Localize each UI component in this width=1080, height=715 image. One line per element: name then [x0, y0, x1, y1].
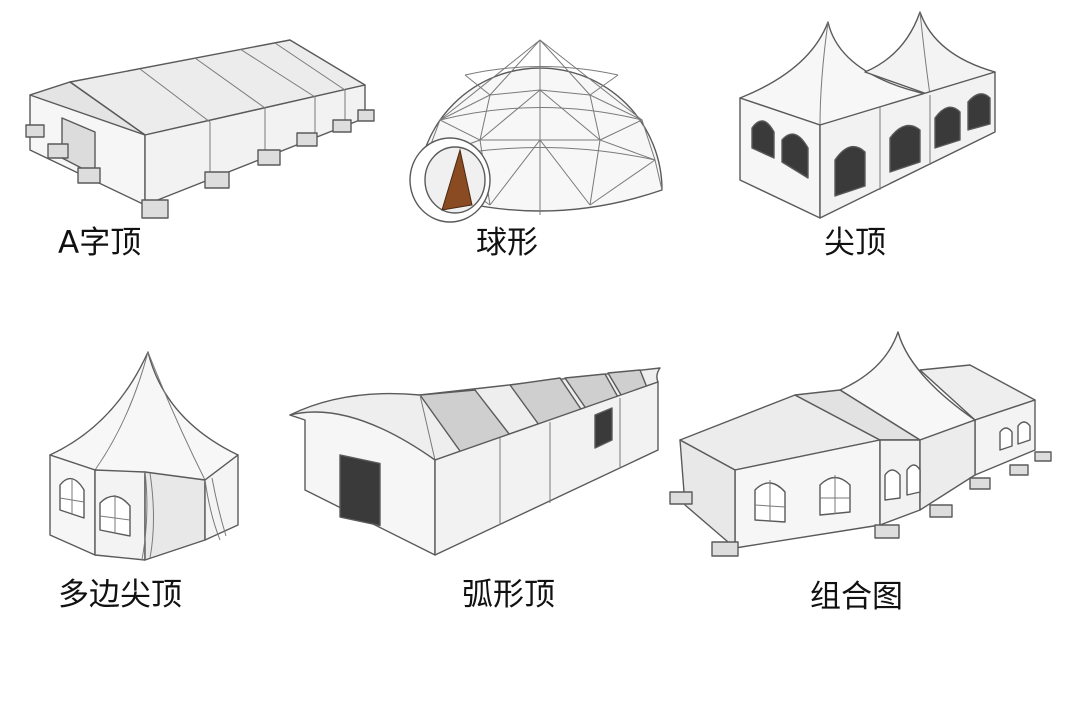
double-peak-tent-icon [739, 11, 996, 219]
tent-card-arched: 弧形顶 [260, 340, 680, 620]
combination-tent-icon [669, 331, 1052, 557]
geodesic-dome-tent-icon [409, 39, 663, 223]
tent-label-polygon-peak: 多边尖顶 [58, 577, 182, 613]
polygon-peak-tent-icon [49, 351, 239, 561]
tent-label-peak: 尖顶 [824, 225, 886, 261]
tent-card-dome: 球形 [380, 0, 700, 280]
tent-label-arched: 弧形顶 [462, 577, 555, 613]
tent-card-a-frame: A字顶 [0, 0, 380, 280]
tent-card-combined: 组合图 [669, 320, 1070, 620]
arched-roof-tent-icon [289, 367, 661, 556]
a-frame-tent-icon [25, 39, 375, 219]
tent-card-peak: 尖顶 [700, 0, 1080, 280]
tent-label-a-frame: A字顶 [58, 225, 142, 261]
tent-label-dome: 球形 [476, 225, 538, 261]
tent-card-polygon-peak: 多边尖顶 [0, 340, 260, 620]
tent-label-combined: 组合图 [810, 579, 903, 615]
